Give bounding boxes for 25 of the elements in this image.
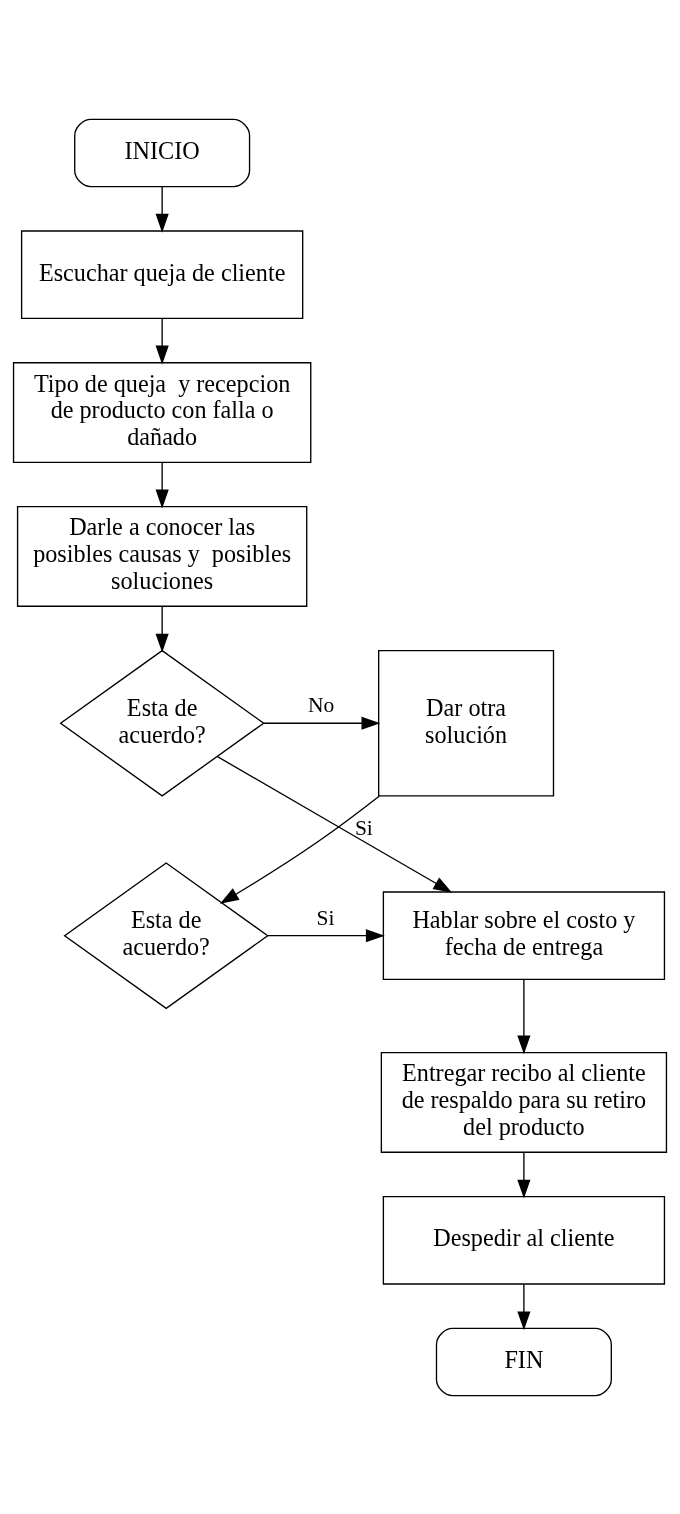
edge-label: Si (316, 905, 335, 930)
arrow (155, 461, 169, 508)
arrow (517, 1283, 531, 1330)
node-box: FIN (435, 1327, 612, 1396)
node-box: Tipo de queja y recepcion de producto con falla o dañado (12, 361, 312, 463)
node-box: INICIO (74, 118, 251, 187)
arrow (263, 716, 381, 730)
arrow (155, 185, 169, 233)
node-box: Darle a conocer las posibles causas y posibles soluciones (16, 505, 308, 607)
node-diamond: Esta de acuerdo? (59, 649, 265, 797)
arrow (155, 605, 169, 652)
node-box: Hablar sobre el costo y fecha de entrega (382, 890, 666, 980)
node-box: Dar otra solución (378, 649, 555, 796)
edge-label: No (308, 692, 335, 717)
arrow (517, 1151, 531, 1198)
edge-label: Si (354, 815, 373, 840)
node-box: Despedir al cliente (382, 1195, 666, 1285)
arrow (517, 978, 531, 1054)
arrow (216, 755, 453, 893)
arrow (219, 794, 381, 904)
node-diamond: Esta de acuerdo? (63, 861, 269, 1009)
node-box: Entregar recibo al cliente de respaldo para su retiro del producto (380, 1051, 668, 1153)
node-box: Escuchar queja de cliente (20, 229, 304, 319)
arrow (267, 928, 385, 942)
arrow (155, 317, 169, 364)
